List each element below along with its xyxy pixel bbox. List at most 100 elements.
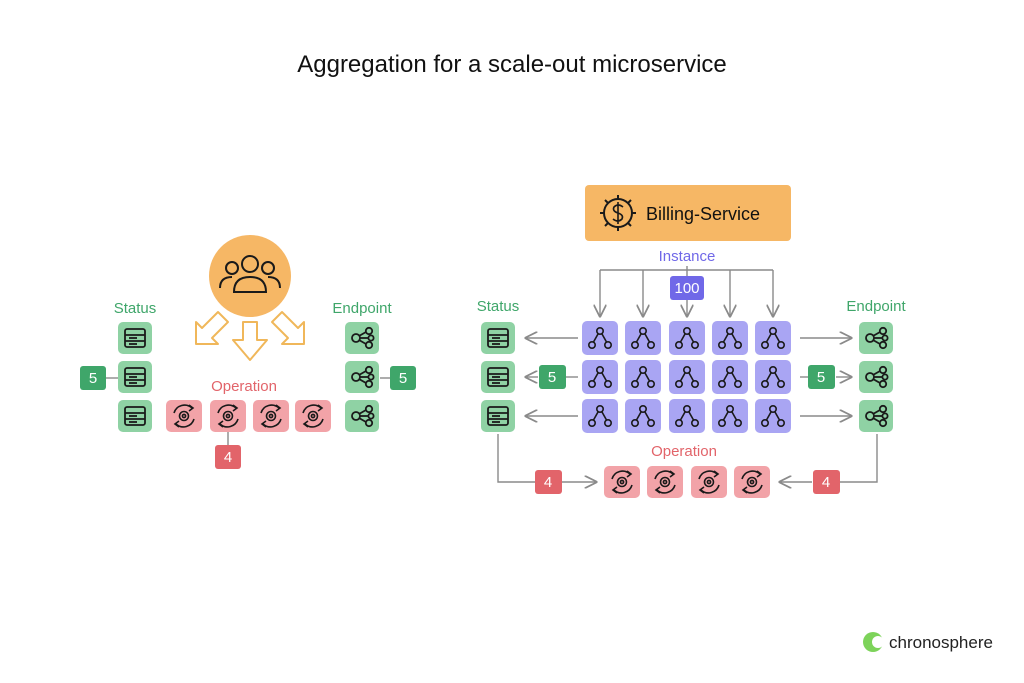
svg-text:5: 5 bbox=[548, 369, 556, 386]
svg-text:4: 4 bbox=[544, 474, 552, 491]
left-operation-row bbox=[166, 400, 331, 432]
share-nodes-icon bbox=[351, 365, 375, 389]
server-window-icon bbox=[124, 367, 146, 387]
operation-tile bbox=[210, 400, 246, 432]
right-operation-label: Operation bbox=[651, 443, 717, 460]
svg-text:4: 4 bbox=[224, 449, 232, 466]
gear-dollar-icon bbox=[600, 195, 636, 231]
left-endpoint-count-badge: 5 bbox=[390, 366, 416, 390]
share-nodes-icon bbox=[351, 404, 375, 428]
instance-tile bbox=[755, 399, 791, 433]
left-operation-count-badge: 4 bbox=[215, 445, 241, 469]
right-status-count-badge: 5 bbox=[539, 365, 566, 389]
gear-cycle-icon bbox=[173, 404, 195, 428]
instance-tile bbox=[669, 321, 705, 355]
billing-service-label: Billing-Service bbox=[646, 204, 760, 224]
instance-grid bbox=[582, 321, 791, 433]
operation-tile bbox=[295, 400, 331, 432]
instance-tile bbox=[755, 360, 791, 394]
endpoint-tile bbox=[859, 400, 893, 432]
server-window-icon bbox=[487, 367, 509, 387]
users-icon bbox=[209, 235, 291, 317]
node-graph-icon bbox=[760, 326, 785, 349]
server-window-icon bbox=[487, 406, 509, 426]
instance-tile bbox=[625, 321, 661, 355]
node-graph-icon bbox=[674, 326, 699, 349]
left-status-label: Status bbox=[114, 300, 157, 317]
server-window-icon bbox=[487, 328, 509, 348]
instance-tile bbox=[625, 360, 661, 394]
node-graph-icon bbox=[717, 365, 742, 388]
share-nodes-icon bbox=[865, 326, 889, 350]
operation-tile bbox=[734, 466, 770, 498]
endpoint-tile bbox=[859, 361, 893, 393]
server-window-icon bbox=[124, 406, 146, 426]
endpoint-tile bbox=[345, 400, 379, 432]
chronosphere-logo: chronosphere bbox=[863, 632, 993, 652]
svg-text:5: 5 bbox=[817, 369, 825, 386]
left-diagram: Status Endpoint Operation 5 5 4 bbox=[80, 235, 416, 469]
operation-count-badge-left: 4 bbox=[535, 470, 562, 494]
operation-tile bbox=[647, 466, 683, 498]
instance-tile bbox=[582, 399, 618, 433]
right-endpoint-count-badge: 5 bbox=[808, 365, 835, 389]
left-status-column bbox=[118, 322, 152, 432]
instance-tile bbox=[582, 360, 618, 394]
status-tile bbox=[481, 361, 515, 393]
endpoint-tile bbox=[859, 322, 893, 354]
right-endpoint-column bbox=[859, 322, 893, 432]
instance-branch-arrows bbox=[600, 266, 773, 316]
right-operation-row bbox=[604, 466, 770, 498]
instance-label: Instance bbox=[659, 248, 716, 265]
node-graph-icon bbox=[630, 404, 655, 427]
down-left-arrow-icon bbox=[195, 311, 229, 345]
status-tile bbox=[481, 400, 515, 432]
node-graph-icon bbox=[630, 326, 655, 349]
gear-cycle-icon bbox=[260, 404, 282, 428]
gear-cycle-icon bbox=[654, 470, 676, 494]
svg-text:5: 5 bbox=[399, 370, 407, 387]
left-endpoint-label: Endpoint bbox=[332, 300, 392, 317]
right-status-label: Status bbox=[477, 298, 520, 315]
diagram-title: Aggregation for a scale-out microservice bbox=[297, 51, 727, 78]
status-tile bbox=[118, 361, 152, 393]
svg-text:4: 4 bbox=[822, 474, 830, 491]
left-operation-label: Operation bbox=[211, 378, 277, 395]
logo-text: chronosphere bbox=[889, 633, 993, 652]
endpoint-tile bbox=[345, 361, 379, 393]
right-diagram: Billing-Service Instance 100 Status Endp… bbox=[477, 185, 906, 498]
node-graph-icon bbox=[760, 365, 785, 388]
instance-tile bbox=[669, 360, 705, 394]
node-graph-icon bbox=[630, 365, 655, 388]
node-graph-icon bbox=[587, 365, 612, 388]
server-window-icon bbox=[124, 328, 146, 348]
down-right-arrow-icon bbox=[271, 311, 305, 345]
right-status-column bbox=[481, 322, 515, 432]
gear-cycle-icon bbox=[611, 470, 633, 494]
operation-count-badge-right: 4 bbox=[813, 470, 840, 494]
instance-tile bbox=[669, 399, 705, 433]
instance-tile bbox=[582, 321, 618, 355]
gear-cycle-icon bbox=[217, 404, 239, 428]
status-tile bbox=[481, 322, 515, 354]
share-nodes-icon bbox=[865, 404, 889, 428]
node-graph-icon bbox=[587, 404, 612, 427]
node-graph-icon bbox=[760, 404, 785, 427]
instance-tile bbox=[625, 399, 661, 433]
status-tile bbox=[118, 322, 152, 354]
svg-text:5: 5 bbox=[89, 370, 97, 387]
operation-tile bbox=[604, 466, 640, 498]
node-graph-icon bbox=[674, 404, 699, 427]
operation-tile bbox=[166, 400, 202, 432]
instance-tile bbox=[712, 399, 748, 433]
gear-cycle-icon bbox=[698, 470, 720, 494]
operation-tile bbox=[691, 466, 727, 498]
left-status-count-badge: 5 bbox=[80, 366, 106, 390]
share-nodes-icon bbox=[351, 326, 375, 350]
node-graph-icon bbox=[674, 365, 699, 388]
operation-tile bbox=[253, 400, 289, 432]
instance-tile bbox=[712, 360, 748, 394]
status-tile bbox=[118, 400, 152, 432]
left-endpoint-column bbox=[345, 322, 379, 432]
